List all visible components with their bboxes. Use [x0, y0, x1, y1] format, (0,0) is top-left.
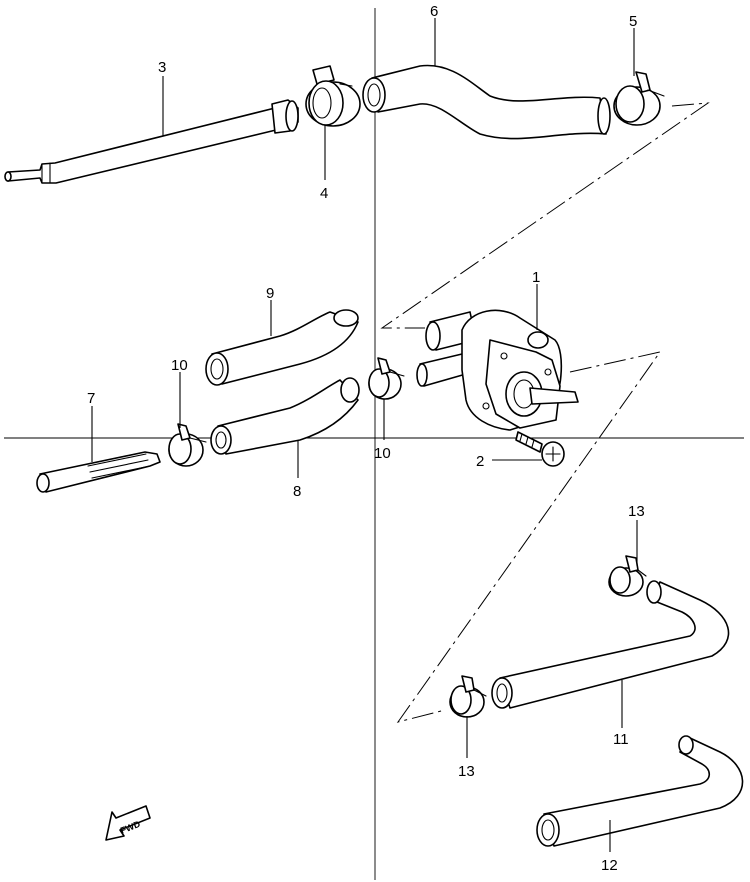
leader-lines	[91, 18, 638, 852]
part-5-clamp	[613, 71, 665, 126]
callout-5: 5	[629, 13, 637, 30]
part-10-clamp-left	[168, 423, 207, 467]
callout-13-lower: 13	[458, 763, 475, 780]
part-4-clamp	[305, 65, 361, 127]
callout-10-center: 10	[374, 445, 391, 462]
callout-7: 7	[87, 390, 95, 407]
part-2-screw	[515, 431, 565, 467]
fwd-arrow-icon	[105, 805, 151, 841]
part-3-tube	[4, 99, 299, 184]
callout-3: 3	[158, 59, 166, 76]
callout-2: 2	[476, 453, 484, 470]
callout-1: 1	[532, 269, 540, 286]
callout-10-left: 10	[171, 357, 188, 374]
callout-13-upper: 13	[628, 503, 645, 520]
part-13-clamp-lower	[449, 675, 487, 718]
callout-8: 8	[293, 483, 301, 500]
part-12-hose	[536, 735, 744, 847]
part-9-hose	[205, 309, 359, 386]
callout-4: 4	[320, 185, 328, 202]
part-8-hose	[210, 377, 360, 455]
alignment-lines	[380, 102, 710, 723]
callout-12: 12	[601, 857, 618, 874]
callout-6: 6	[430, 3, 438, 20]
callout-11: 11	[613, 731, 629, 748]
part-7-rod	[36, 451, 161, 493]
part-13-clamp-upper	[608, 555, 647, 597]
part-10-clamp-center	[368, 357, 405, 400]
callout-9: 9	[266, 285, 274, 302]
part-6-hose	[362, 64, 611, 140]
part-11-hose	[491, 580, 730, 709]
part-1-valve	[416, 309, 579, 431]
